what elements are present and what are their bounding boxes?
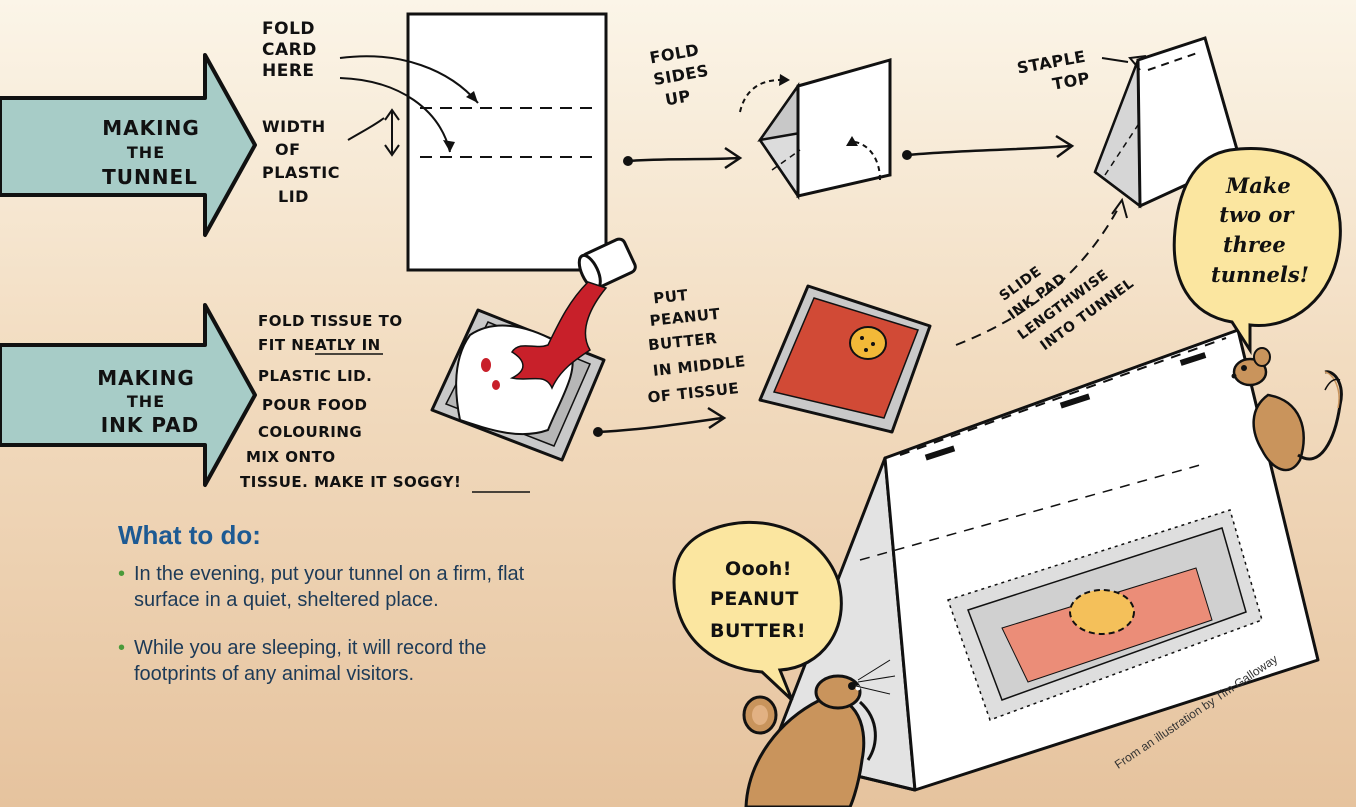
connector-arrow-3 [593, 406, 727, 437]
bubble-right-line-3: three [1223, 232, 1286, 257]
soggy-tissue-pad [430, 281, 608, 462]
mouse-entering [742, 659, 896, 807]
svg-text:PUT PEANUT BUTTER: PUT PEANUT BUTTER IN MIDDLE OF TISSUE [637, 280, 755, 407]
ink-pad-with-peanut-butter [758, 284, 932, 434]
stage-label-inkpad-2: THE [127, 392, 165, 411]
instructions-list: •In the evening, put your tunnel on a fi… [118, 561, 548, 687]
connector-arrow-1 [623, 146, 743, 170]
staple-top-label: STAPLE TOP [1016, 46, 1129, 99]
mouse-climbing [1231, 347, 1343, 472]
ink-bottle [577, 237, 637, 291]
bubble-left: Oooh! PEANUT BUTTER! [672, 520, 843, 702]
slide-arrow [955, 197, 1128, 346]
bubble-right-line-4: tunnels! [1211, 262, 1309, 287]
svg-text:MAKING THE INK PAD: MAKING THE INK PAD [97, 366, 202, 437]
bubble-right-line-2: two or [1219, 202, 1295, 227]
instruction-item: •While you are sleeping, it will record … [118, 637, 487, 685]
slide-label: SLIDE INK PAD LENGTHWISE INTO TUNNEL [990, 224, 1138, 361]
svg-text:Make two or three: Make two or three tunnels! [1211, 173, 1309, 287]
svg-text:FOLD CARD HERE: FOLD CARD HERE [262, 19, 323, 81]
stage-arrow-inkpad: MAKING THE INK PAD [0, 303, 257, 487]
svg-text:SLIDE INK PAD LENG: SLIDE INK PAD LENGTHWISE INTO TUNNEL [990, 224, 1137, 361]
svg-text:STAPLE TOP: STAPLE TOP [1016, 46, 1097, 99]
fold-tissue-label: FOLD TISSUE TO FIT NEATLY IN PLASTIC LID… [240, 312, 530, 493]
svg-text:MAKING THE TUNNEL: MAKING THE TUNNEL [102, 116, 208, 189]
big-tunnel [768, 328, 1320, 792]
bubble-right-line-1: Make [1225, 173, 1291, 198]
fold-sides-label: FOLD SIDES UP [648, 38, 720, 111]
instruction-item: •In the evening, put your tunnel on a fi… [118, 563, 525, 611]
bullet-icon: • [118, 637, 126, 659]
stage-arrow-tunnel: MAKING THE TUNNEL [0, 53, 257, 237]
instructions-heading: What to do: [118, 520, 261, 550]
stage-label-tunnel-2: THE [127, 143, 165, 162]
svg-text:FOLD TISSUE TO FIT NEATL: FOLD TISSUE TO FIT NEATLY IN PLASTIC LID… [240, 312, 461, 491]
card [406, 12, 608, 272]
bubble-left-line-1: Oooh! [725, 558, 792, 580]
bubble-left-line-2: PEANUT [710, 588, 799, 610]
peanut-label: PUT PEANUT BUTTER IN MIDDLE OF TISSUE [637, 280, 755, 407]
instructions-panel: What to do: •In the evening, put your tu… [118, 520, 548, 709]
svg-text:WIDTH OF PLASTIC: WIDTH OF PLASTIC LID [262, 117, 346, 206]
width-of-lid-label: WIDTH OF PLASTIC LID [262, 108, 400, 206]
fold-card-label: FOLD CARD HERE [262, 19, 479, 153]
folded-card [739, 58, 892, 201]
stage-label-tunnel-1: MAKING [102, 116, 199, 140]
stage-label-tunnel-3: TUNNEL [102, 165, 198, 189]
connector-arrow-2 [902, 134, 1075, 160]
svg-text:FOLD SIDES UP: FOLD SIDES UP [648, 38, 720, 111]
bubble-right: Make two or three tunnels! [1172, 147, 1342, 356]
stage-label-inkpad-1: MAKING [97, 366, 194, 390]
svg-text:Oooh! PEANUT BUTTE: Oooh! PEANUT BUTTER! [710, 558, 806, 642]
stage-label-inkpad-3: INK PAD [101, 413, 200, 437]
bubble-left-line-3: BUTTER! [710, 620, 806, 642]
bullet-icon: • [118, 563, 126, 585]
